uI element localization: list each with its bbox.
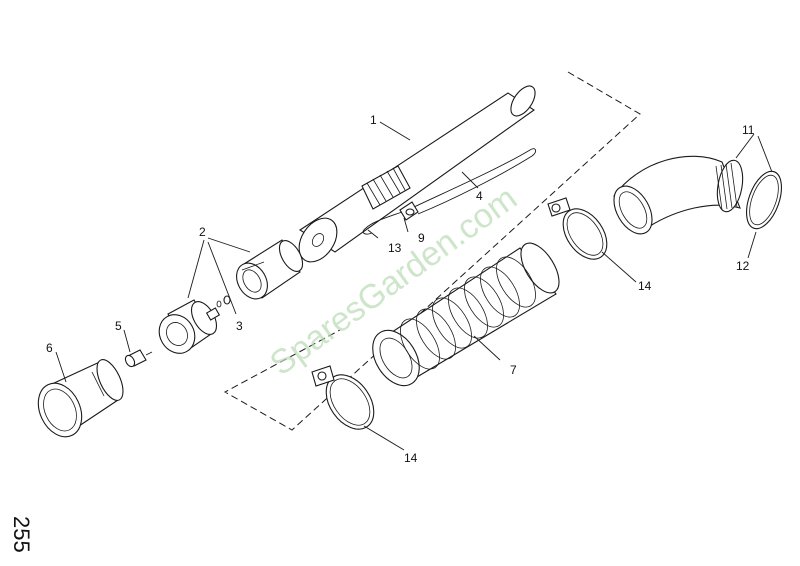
callout-4: 4 <box>476 189 483 203</box>
callout-6: 6 <box>46 341 53 355</box>
part-9-cable-clip <box>399 201 419 221</box>
page-number: 255 <box>9 516 34 553</box>
part-14-hose-clamp-lower <box>311 365 375 430</box>
leader-lines <box>55 121 773 451</box>
callout-3: 3 <box>236 319 243 333</box>
part-3-small-ring <box>216 295 231 308</box>
callout-14-upper: 14 <box>638 279 652 293</box>
part-2-coupling-lower <box>158 299 221 354</box>
part-6-end-cap <box>37 359 124 438</box>
assembly-boundary-line <box>223 71 641 431</box>
callout-11: 11 <box>742 123 755 137</box>
callout-14-lower: 14 <box>404 451 418 465</box>
callout-5: 5 <box>115 319 122 333</box>
part-5-plug <box>124 349 153 368</box>
part-14-hose-clamp-upper <box>547 197 608 260</box>
callout-2: 2 <box>199 225 206 239</box>
part-1-main-pipe <box>298 85 536 263</box>
callout-7: 7 <box>510 363 517 377</box>
part-12-o-ring <box>746 170 782 230</box>
part-13-hook <box>362 211 403 235</box>
callout-12: 12 <box>736 259 750 273</box>
callout-9: 9 <box>418 231 425 245</box>
callout-13: 13 <box>388 241 402 255</box>
part-2-nozzle-upper <box>236 239 304 300</box>
part-11-elbow-pipe <box>613 155 744 235</box>
part-7-bellows-hose <box>372 242 560 387</box>
callout-1: 1 <box>370 113 377 127</box>
part-4-cable <box>411 148 537 215</box>
